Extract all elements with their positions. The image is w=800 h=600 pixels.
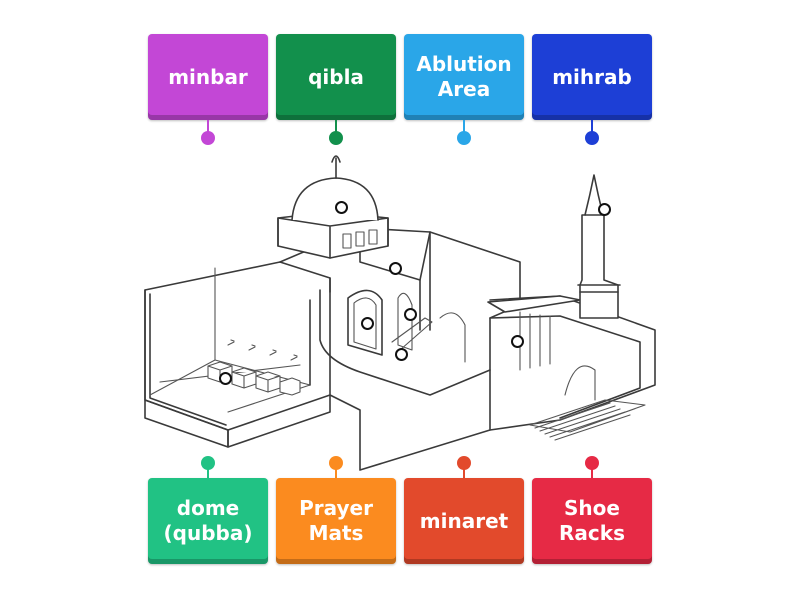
- label-pin: [201, 456, 215, 470]
- label-mihrab[interactable]: mihrab: [532, 34, 652, 120]
- connector-line: [591, 120, 593, 134]
- label-pin: [585, 456, 599, 470]
- label-dome[interactable]: dome (qubba): [148, 478, 268, 564]
- hotspot-marker[interactable]: [335, 201, 348, 214]
- hotspot-marker[interactable]: [598, 203, 611, 216]
- label-pin: [457, 456, 471, 470]
- label-pin: [201, 131, 215, 145]
- connector-line: [463, 466, 465, 480]
- label-prayer-mats[interactable]: Prayer Mats: [276, 478, 396, 564]
- label-pin: [457, 131, 471, 145]
- label-minbar[interactable]: minbar: [148, 34, 268, 120]
- connector-line: [591, 466, 593, 480]
- label-pin: [329, 456, 343, 470]
- label-shoe-racks[interactable]: Shoe Racks: [532, 478, 652, 564]
- label-ablution-area[interactable]: Ablution Area: [404, 34, 524, 120]
- hotspot-marker[interactable]: [395, 348, 408, 361]
- connector-line: [463, 120, 465, 134]
- label-pin: [329, 131, 343, 145]
- hotspot-marker[interactable]: [404, 308, 417, 321]
- hotspot-marker[interactable]: [361, 317, 374, 330]
- label-minaret[interactable]: minaret: [404, 478, 524, 564]
- connector-line: [335, 466, 337, 480]
- connector-line: [207, 466, 209, 480]
- connector-line: [207, 120, 209, 134]
- hotspot-marker[interactable]: [219, 372, 232, 385]
- label-qibla[interactable]: qibla: [276, 34, 396, 120]
- hotspot-marker[interactable]: [511, 335, 524, 348]
- connector-line: [335, 120, 337, 134]
- hotspot-marker[interactable]: [389, 262, 402, 275]
- label-pin: [585, 131, 599, 145]
